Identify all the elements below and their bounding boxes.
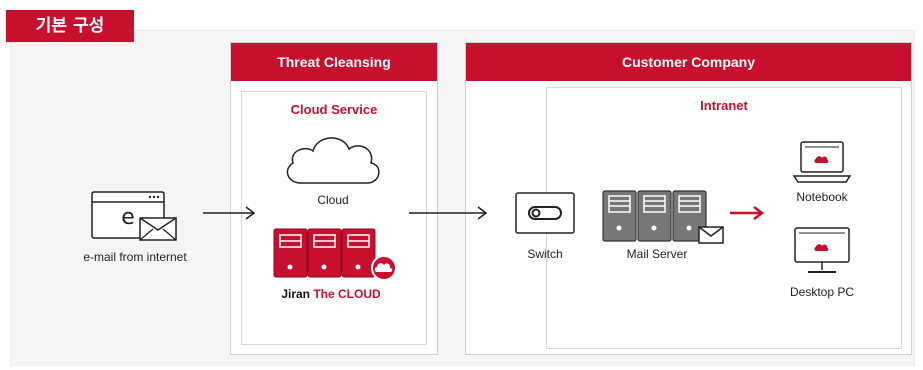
threat-cleansing-panel: Threat Cleansing Cloud Service [230, 42, 438, 355]
email-label: e-mail from internet [83, 250, 187, 264]
email-glyph: e [121, 205, 135, 230]
jiran-brand-suffix: The CLOUD [313, 287, 381, 301]
arrow-mailserver-to-clients [730, 206, 765, 220]
customer-company-title: Customer Company [466, 43, 911, 81]
mail-server-icon [602, 190, 724, 244]
intranet-title: Intranet [700, 98, 748, 113]
cloud-label: Cloud [317, 193, 349, 207]
desktop-label: Desktop PC [789, 285, 855, 299]
notebook-label: Notebook [796, 190, 848, 204]
monitor-icon [794, 227, 850, 273]
mail-server-label: Mail Server [626, 247, 688, 261]
laptop-icon [792, 141, 852, 183]
cloud-service-title: Cloud Service [290, 102, 378, 117]
arrow-cloud-to-switch [409, 206, 488, 220]
email-window-icon [91, 191, 177, 241]
server-rack-icon [273, 228, 397, 281]
section-tag: 기본 구성 [6, 10, 134, 42]
cloud-service-box: Cloud Service [241, 91, 427, 345]
switch-icon [515, 192, 575, 234]
threat-cleansing-title: Threat Cleansing [231, 43, 437, 81]
cloud-icon [286, 137, 380, 184]
jiran-brand-prefix: Jiran [281, 287, 310, 301]
arrow-email-to-cloud [203, 206, 256, 220]
jiran-brand: Jiran The CLOUD [276, 287, 386, 301]
switch-label: Switch [527, 247, 563, 261]
